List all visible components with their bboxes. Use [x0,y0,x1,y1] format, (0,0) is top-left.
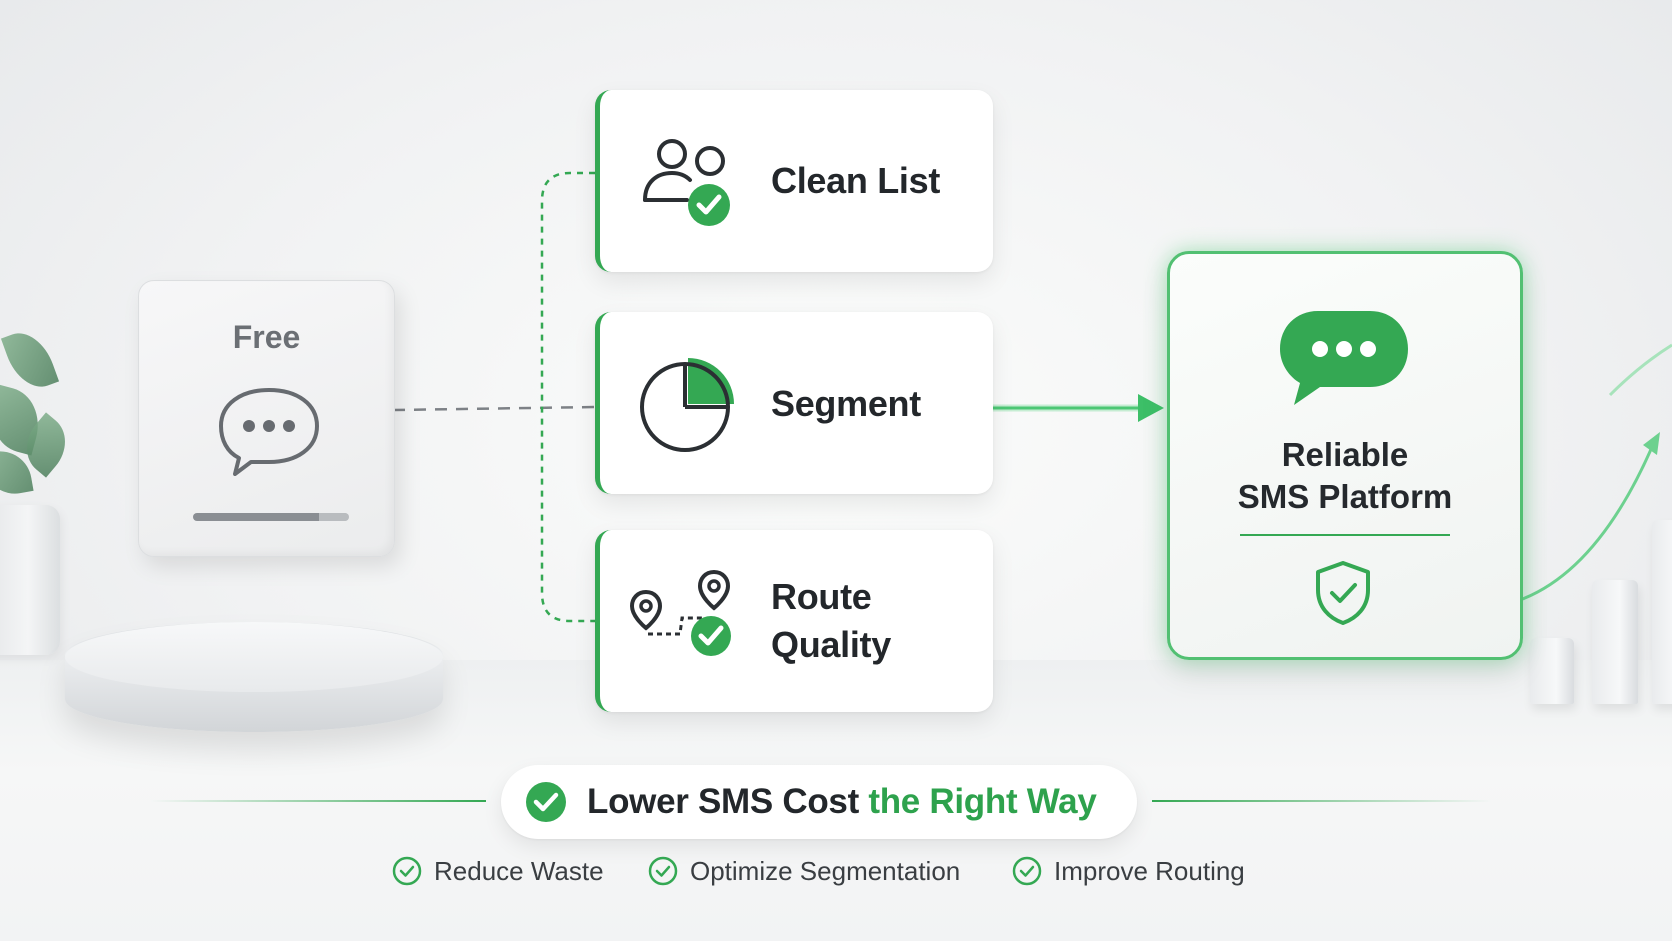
route-pins-check-icon [630,570,731,656]
check-circle-outline-icon [392,856,422,886]
benefit-label: Improve Routing [1054,855,1245,886]
step-card-clean-list: Clean List [595,90,993,272]
step-label-line: Segment [771,383,921,424]
step-card-route-quality: Route Quality [595,530,993,712]
banner: Lower SMS Cost the Right Way [501,765,1137,839]
free-card: Free [138,280,395,557]
growth-bar [1592,580,1638,704]
free-progress-bar [193,513,348,521]
check-circle-outline-icon [1012,856,1042,886]
benefit-item: Improve Routing [1012,853,1245,889]
check-circle-outline-icon [648,856,678,886]
benefit-label: Reduce Waste [434,855,604,886]
banner-text: Lower SMS Cost the Right Way [587,782,1097,822]
platform-card: Reliable SMS Platform [1167,251,1523,660]
users-check-icon [643,139,730,226]
free-progress-track [319,513,349,521]
step-label-line: Route [771,576,872,617]
banner-rule-right [1152,800,1492,802]
banner-rule-left [150,800,486,802]
check-circle-icon [526,782,566,822]
benefit-item: Reduce Waste [392,853,604,889]
banner-accent: the Right Way [868,782,1097,821]
chat-bubble-outline-icon [219,388,319,476]
step-label: Clean List [771,157,940,205]
step-label-line: Clean List [771,160,941,201]
platform-title-line: SMS Platform [1237,478,1453,515]
platform-title: Reliable SMS Platform [1170,434,1520,518]
banner-prefix: Lower SMS Cost [587,782,869,821]
growth-bar [1652,520,1672,704]
benefit-label: Optimize Segmentation [690,855,961,886]
step-card-segment: Segment [595,312,993,494]
benefit-item: Optimize Segmentation [648,853,960,889]
step-label: Route Quality [771,573,891,669]
platform-title-line: Reliable [1281,436,1409,473]
free-title: Free [232,319,301,355]
platform-divider [1240,534,1450,536]
shield-check-icon [1316,561,1370,625]
chat-bubble-filled-icon [1280,311,1408,405]
plant-pot [0,505,60,655]
pedestal-top [65,622,443,692]
step-label-line: Quality [771,624,891,665]
growth-bar [1530,638,1574,704]
pie-chart-icon [640,358,734,452]
step-label: Segment [771,380,921,428]
